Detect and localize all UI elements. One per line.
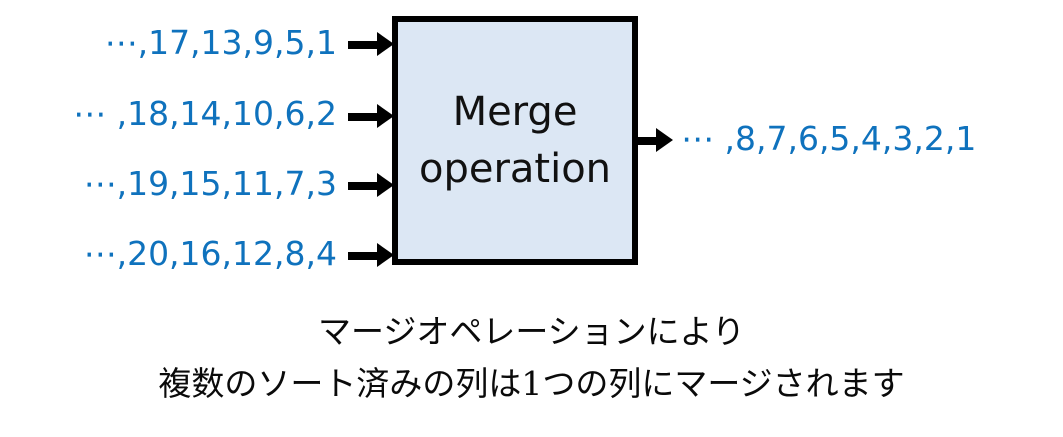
caption-line-2: 複数のソート済みの列は1つの列にマージされます	[158, 364, 905, 403]
arrow-head	[656, 128, 673, 152]
input-sequence-row-2: ⋯ ,18,14,10,6,2	[73, 94, 337, 133]
input-arrow-2-right-arrow-icon	[348, 104, 394, 128]
caption-line-1: マージオペレーションにより	[317, 312, 746, 351]
input-arrow-1-right-arrow-icon	[348, 32, 394, 56]
merge-operation-box: Merge operation	[392, 16, 638, 265]
arrow-head	[377, 243, 394, 267]
arrow-head	[377, 32, 394, 56]
input-arrow-4-right-arrow-icon	[348, 243, 394, 267]
input-sequence-row-1: ⋯,17,13,9,5,1	[104, 23, 337, 62]
arrow-shaft	[348, 41, 380, 49]
arrow-shaft	[637, 137, 659, 145]
input-arrow-3-right-arrow-icon	[348, 173, 394, 197]
input-sequence-row-4: ⋯,20,16,12,8,4	[83, 234, 337, 273]
caption: マージオペレーションにより 複数のソート済みの列は1つの列にマージされます	[0, 306, 1063, 410]
output-sequence: ⋯ ,8,7,6,5,4,3,2,1	[681, 119, 977, 158]
arrow-shaft	[348, 113, 380, 121]
arrow-head	[377, 173, 394, 197]
arrow-head	[377, 104, 394, 128]
arrow-shaft	[348, 182, 380, 190]
input-sequence-row-3: ⋯,19,15,11,7,3	[83, 164, 337, 203]
arrow-shaft	[348, 252, 380, 260]
merge-box-label-line-2: operation	[418, 145, 612, 192]
merge-box-label-line-1: Merge	[452, 88, 578, 135]
output-arrow-right-arrow-icon	[637, 128, 681, 152]
